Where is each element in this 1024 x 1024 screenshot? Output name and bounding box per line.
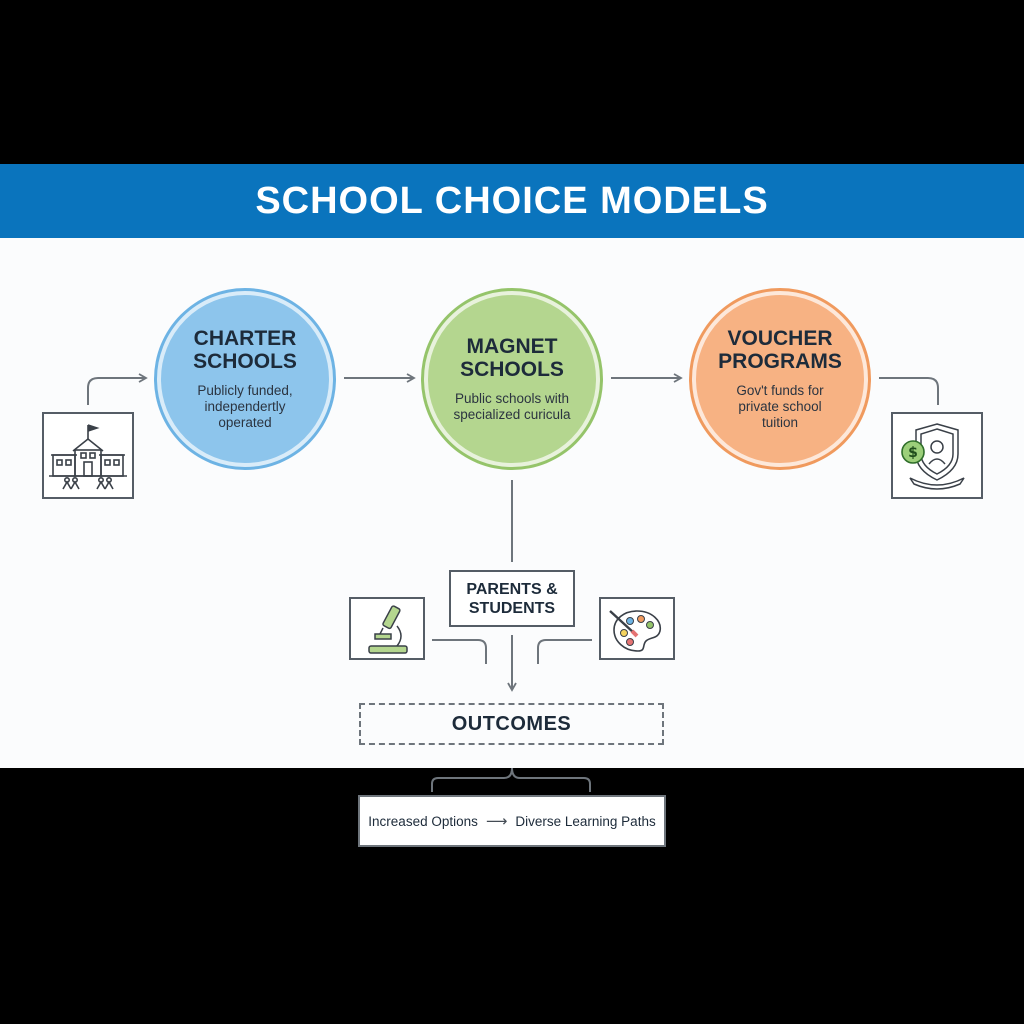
parents-students-node: PARENTS & STUDENTS bbox=[449, 570, 575, 627]
title-banner: SCHOOL CHOICE MODELS bbox=[0, 164, 1024, 238]
charter-schools-node: CHARTER SCHOOLS Publicly funded, indepen… bbox=[157, 291, 333, 467]
voucher-seal-icon: $ bbox=[901, 422, 965, 490]
result-right-label: Diverse Learning Paths bbox=[515, 813, 656, 829]
parents-label: PARENTS & STUDENTS bbox=[466, 580, 558, 617]
outcomes-bracket bbox=[431, 767, 591, 792]
outcomes-node: OUTCOMES bbox=[359, 703, 664, 745]
school-box bbox=[42, 412, 134, 499]
voucher-programs-node: VOUCHER PROGRAMS Gov't funds for private… bbox=[692, 291, 868, 467]
charter-title: CHARTER SCHOOLS bbox=[193, 327, 297, 373]
svg-text:$: $ bbox=[908, 445, 918, 461]
outcomes-label: OUTCOMES bbox=[451, 712, 572, 735]
voucher-title: VOUCHER PROGRAMS bbox=[718, 327, 842, 373]
connector-voucher-to-seal bbox=[879, 377, 939, 405]
connector-arts bbox=[537, 639, 592, 664]
magnet-description: Public schools with specialized curicula bbox=[453, 391, 571, 422]
magnet-schools-node: MAGNET SCHOOLS Public schools with speci… bbox=[424, 291, 600, 467]
charter-description: Publicly funded, independertly operated bbox=[197, 383, 293, 430]
paint-palette-icon bbox=[609, 609, 662, 652]
magnet-title: MAGNET SCHOOLS bbox=[460, 335, 564, 381]
microscope-icon bbox=[368, 604, 408, 654]
connector-school-to-charter bbox=[87, 373, 148, 405]
result-left-label: Increased Options bbox=[368, 813, 478, 829]
connector-science bbox=[432, 639, 487, 664]
science-box bbox=[349, 597, 425, 660]
result-node: Increased Options ⟶ Diverse Learning Pat… bbox=[358, 795, 666, 847]
diagram-title: SCHOOL CHOICE MODELS bbox=[255, 179, 769, 222]
school-building-icon bbox=[49, 423, 127, 489]
arts-box bbox=[599, 597, 675, 660]
voucher-description: Gov't funds for private school tuition bbox=[736, 383, 824, 430]
result-arrow-icon: ⟶ bbox=[485, 813, 508, 830]
voucher-seal-box: $ bbox=[891, 412, 983, 499]
